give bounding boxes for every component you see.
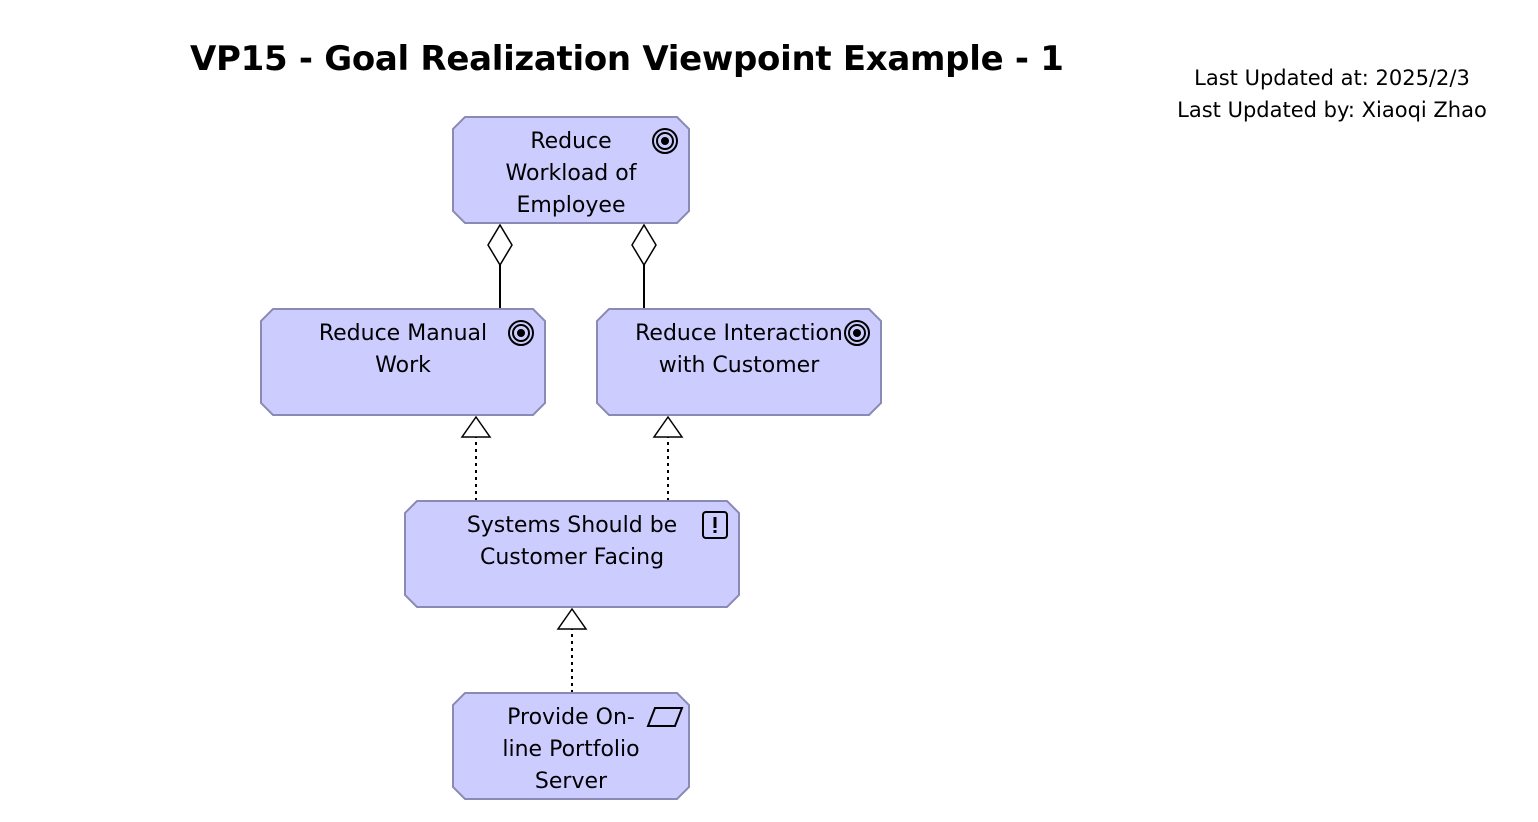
goal-node-reduce-manual-work[interactable] — [260, 308, 546, 416]
label-line: Employee — [516, 193, 626, 218]
diagram-title: VP15 - Goal Realization Viewpoint Exampl… — [190, 39, 1064, 79]
requirement-shape — [452, 692, 690, 800]
label-line: Reduce — [530, 129, 612, 154]
realization-arrowhead — [652, 415, 684, 438]
goal-label: Reduce Interaction with Customer — [597, 318, 881, 382]
label-line: with Customer — [658, 353, 820, 378]
last-updated-at: Last Updated at: 2025/2/3 — [1194, 66, 1470, 90]
principle-icon — [702, 511, 728, 539]
label-line: Systems Should be — [466, 513, 678, 538]
label-line: line Portfolio — [502, 737, 640, 762]
goal-shape — [596, 308, 882, 416]
label-line: Customer Facing — [479, 545, 665, 570]
label-line: Workload of — [505, 161, 637, 186]
goal-shape — [260, 308, 546, 416]
aggregation-relation[interactable] — [631, 223, 657, 309]
goal-icon — [508, 320, 534, 346]
principle-label: Systems Should be Customer Facing — [405, 510, 739, 574]
principle-node-customer-facing[interactable] — [404, 500, 740, 608]
label-line: Provide On- — [507, 705, 635, 730]
label-line: Reduce Interaction — [635, 321, 843, 346]
aggregation-relation[interactable] — [487, 223, 513, 309]
realization-relation[interactable] — [652, 415, 684, 501]
aggregation-diamond — [487, 223, 513, 267]
goal-node-reduce-workload[interactable] — [452, 116, 690, 224]
goal-shape — [452, 116, 690, 224]
realization-relation[interactable] — [460, 415, 492, 501]
aggregation-diamond — [631, 223, 657, 267]
realization-arrowhead — [556, 607, 588, 630]
label-line: Server — [534, 769, 608, 794]
realization-arrowhead — [460, 415, 492, 438]
realization-relation[interactable] — [556, 607, 588, 693]
requirement-icon — [646, 707, 684, 727]
last-updated-info: Last Updated at: 2025/2/3 Last Updated b… — [1160, 62, 1504, 126]
goal-icon — [844, 320, 870, 346]
goal-node-reduce-interaction[interactable] — [596, 308, 882, 416]
label-line: Work — [375, 353, 431, 378]
requirement-node-online-portfolio[interactable] — [452, 692, 690, 800]
label-line: Reduce Manual — [318, 321, 488, 346]
principle-shape — [404, 500, 740, 608]
last-updated-by: Last Updated by: Xiaoqi Zhao — [1177, 98, 1487, 122]
goal-icon — [652, 128, 678, 154]
